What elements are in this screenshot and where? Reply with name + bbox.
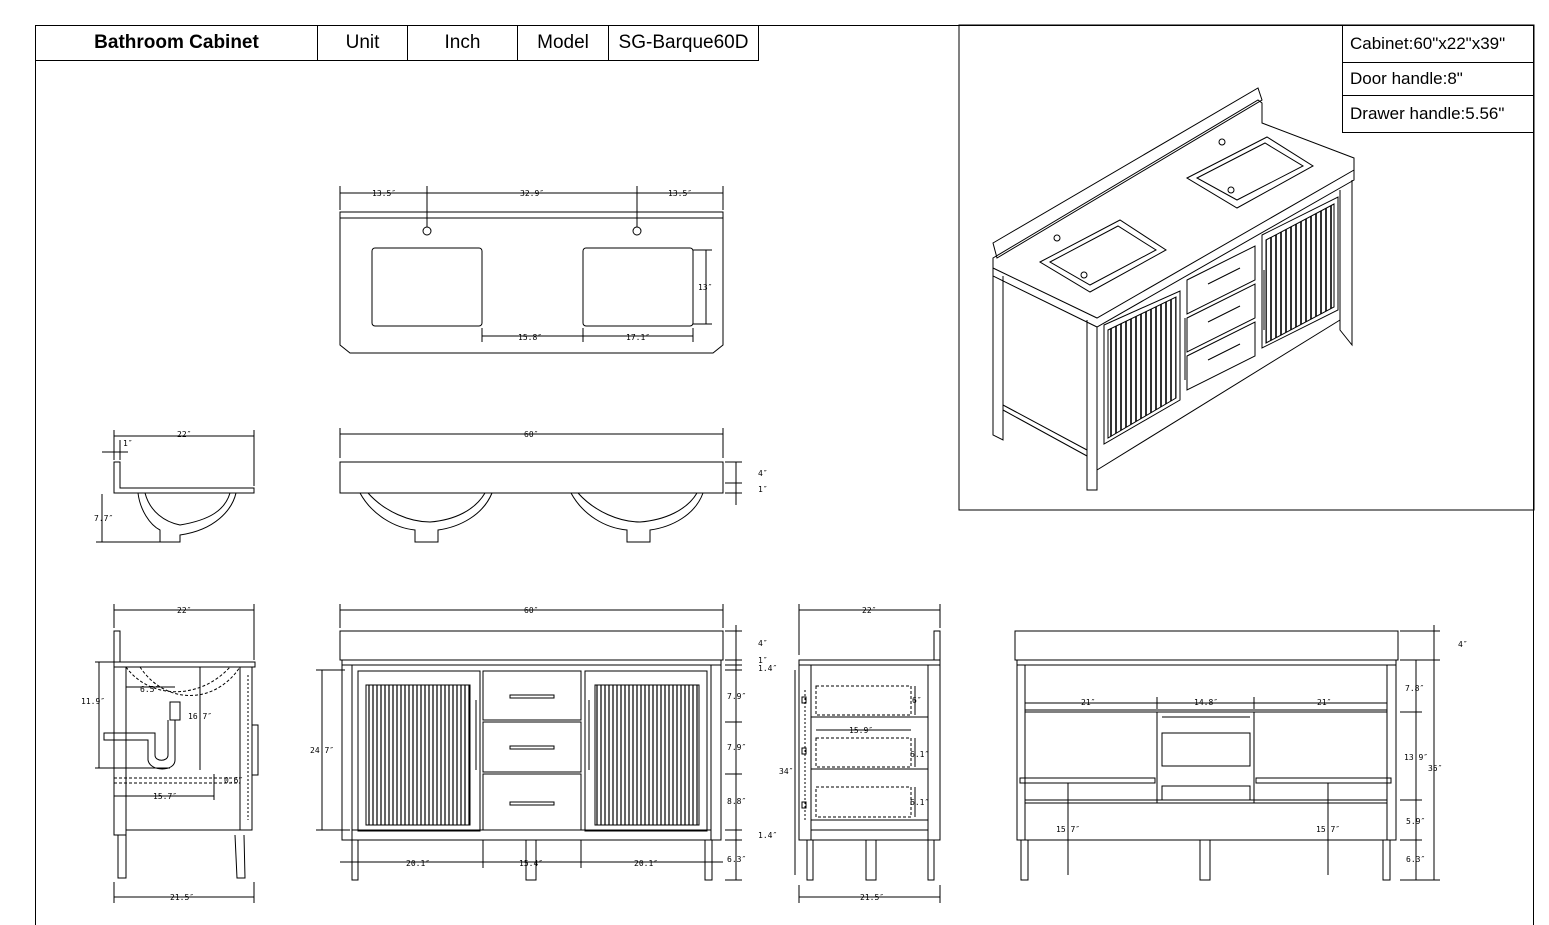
dim-label: 20.1″ <box>406 859 430 868</box>
dim-label: 0.6″ <box>224 776 243 785</box>
isometric-view <box>958 24 1535 511</box>
dim-label: 1″ <box>123 439 133 448</box>
dim-label: 13.5″ <box>372 189 396 198</box>
dim-label: 13.5″ <box>668 189 692 198</box>
dim-label: 16.7″ <box>188 712 212 721</box>
dim-label: 21.5″ <box>860 893 884 902</box>
dim-label: 6.1″ <box>910 750 929 759</box>
dim-label: 14.8″ <box>1194 698 1218 707</box>
dim-label: 1.4″ <box>758 831 777 840</box>
spec-drawer-handle: Drawer handle:5.56" <box>1342 95 1534 133</box>
dim-label: 15.9″ <box>849 726 873 735</box>
dim-label: 4″ <box>758 639 768 648</box>
dim-label: 6.5″ <box>140 685 159 694</box>
model-label-cell: Model <box>517 25 609 61</box>
back-elevation-view <box>1014 625 1440 881</box>
dim-label: 6.1″ <box>910 798 929 807</box>
front-top-section <box>339 428 742 543</box>
unit-label-cell: Unit <box>317 25 408 61</box>
dim-label: 22″ <box>862 606 876 615</box>
dim-label: 7.9″ <box>727 743 746 752</box>
model-value-cell: SG-Barque60D <box>608 25 759 61</box>
dim-label: 22″ <box>177 606 191 615</box>
dim-label: 20.1″ <box>634 859 658 868</box>
dim-label: 11.9″ <box>81 697 105 706</box>
dim-label: 5.9″ <box>1406 817 1425 826</box>
spec-door-handle: Door handle:8" <box>1342 62 1534 96</box>
interior-side-view <box>794 604 941 903</box>
dim-label: 6.3″ <box>1406 855 1425 864</box>
dim-label: 17.1″ <box>626 333 650 342</box>
dim-label: 13.9″ <box>1404 753 1428 762</box>
dim-label: 34″ <box>779 767 793 776</box>
dimension-labels: 13.5″ 32.9″ 13.5″ 13″ 15.8″ 17.1″ 22″ 1″… <box>81 189 1468 902</box>
title-cell: Bathroom Cabinet <box>35 25 318 61</box>
dim-label: 6″ <box>912 696 922 705</box>
spec-cabinet-size: Cabinet:60"x22"x39" <box>1342 25 1534 63</box>
dim-label: 15.4″ <box>519 859 543 868</box>
dim-label: 4″ <box>758 469 768 478</box>
dim-label: 21″ <box>1081 698 1095 707</box>
dim-label: 60″ <box>524 430 538 439</box>
dim-label: 21.5″ <box>170 893 194 902</box>
side-section-view <box>95 604 259 903</box>
dim-label: 21″ <box>1317 698 1331 707</box>
dim-label: 15.7″ <box>153 792 177 801</box>
front-elevation-view <box>316 604 742 881</box>
dim-label: 1″ <box>758 485 768 494</box>
dim-label: 8.8″ <box>727 797 746 806</box>
side-top-section <box>96 430 255 543</box>
dim-label: 24.7″ <box>310 746 334 755</box>
dim-label: 7.8″ <box>1405 684 1424 693</box>
dim-label: 15.7″ <box>1056 825 1080 834</box>
dim-label: 22″ <box>177 430 191 439</box>
dim-label: 1.4″ <box>758 664 777 673</box>
dim-label: 7.7″ <box>94 514 113 523</box>
dim-label: 60″ <box>524 606 538 615</box>
dim-label: 35″ <box>1428 764 1442 773</box>
dim-label: 6.3″ <box>727 855 746 864</box>
dim-label: 4″ <box>1458 640 1468 649</box>
dim-label: 7.9″ <box>727 692 746 701</box>
dim-label: 15.8″ <box>518 333 542 342</box>
dim-label: 32.9″ <box>520 189 544 198</box>
top-plan-view <box>339 186 724 354</box>
dim-label: 15.7″ <box>1316 825 1340 834</box>
dim-label: 1″ <box>758 656 768 665</box>
dim-label: 13″ <box>698 283 712 292</box>
